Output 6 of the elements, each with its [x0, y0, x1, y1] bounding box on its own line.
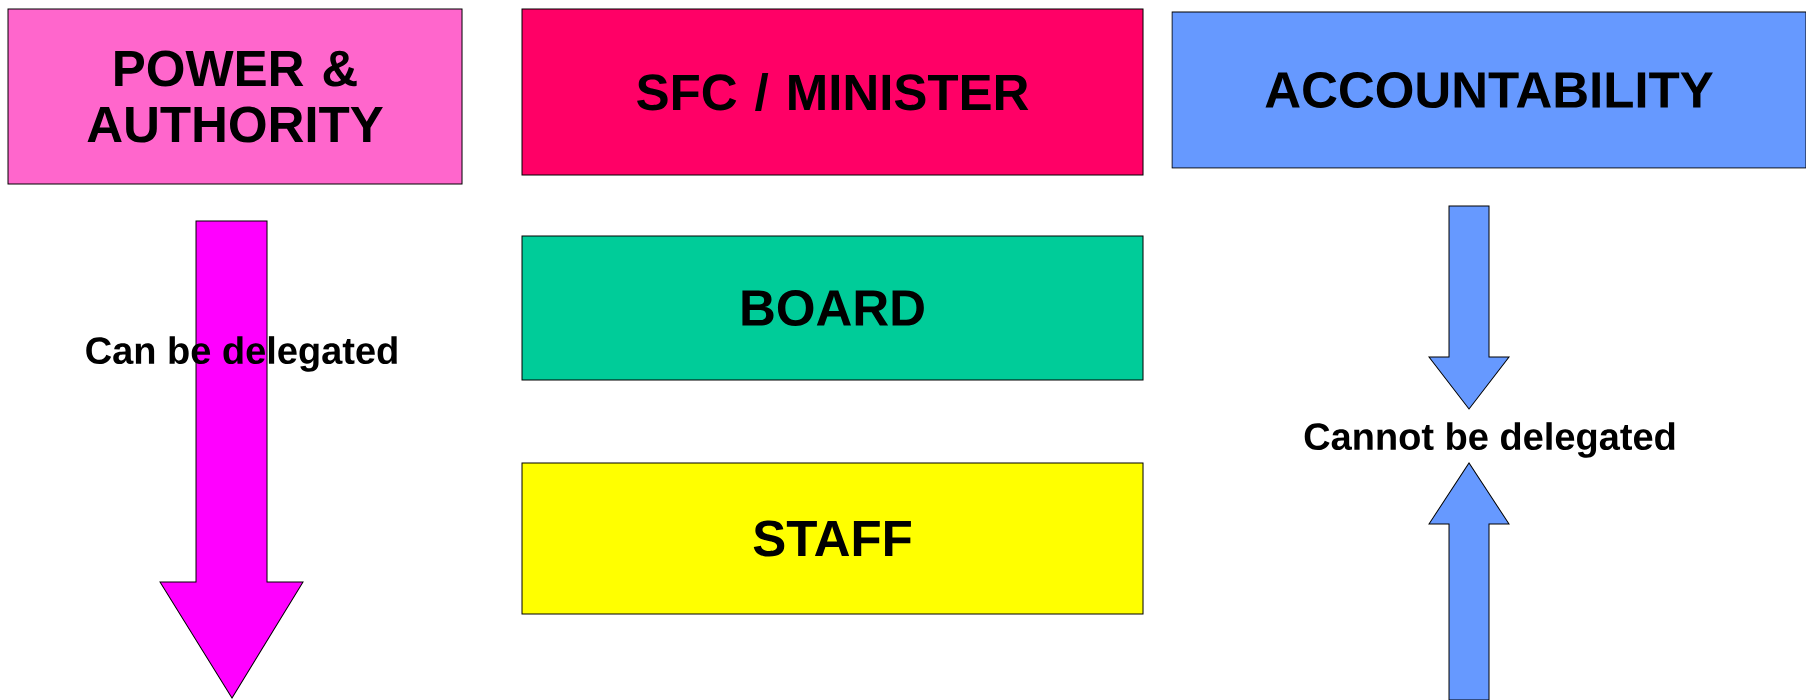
title-box: ACCOUNTABILITY: [1171, 11, 1806, 169]
title-box: POWER & AUTHORITY: [7, 8, 463, 185]
title-box: BOARD: [521, 235, 1144, 381]
title-box: STAFF: [521, 462, 1144, 615]
arrow-label: Cannot be delegated: [1304, 422, 1675, 458]
title-box: SFC / MINISTER: [521, 8, 1144, 176]
